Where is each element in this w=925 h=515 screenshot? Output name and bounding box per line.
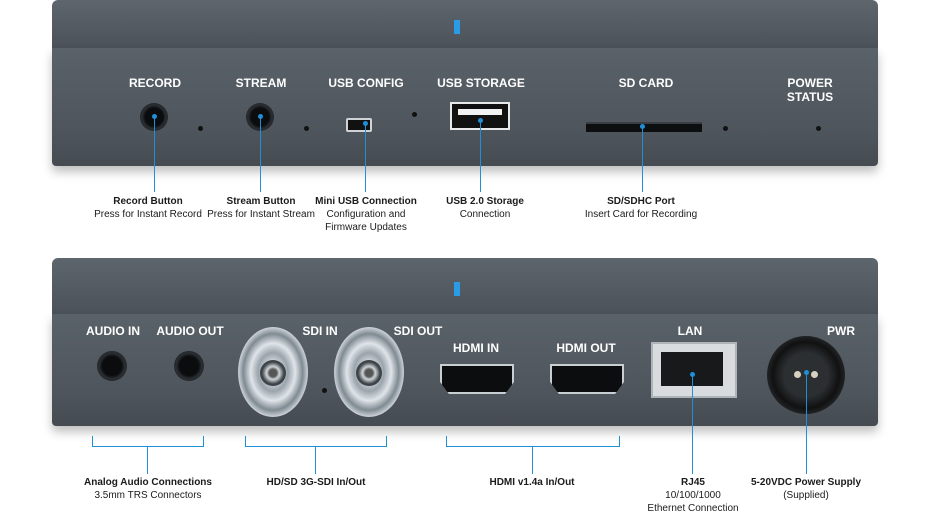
power-status-line2: STATUS: [786, 90, 834, 104]
usb-storage-callout-dot: [478, 118, 483, 123]
sd-caption-title: SD/SDHC Port: [607, 196, 675, 207]
record-label: RECORD: [128, 76, 182, 90]
sdi-caption-title: HD/SD 3G-SDI In/Out: [266, 477, 366, 488]
logo-mark: [454, 20, 460, 34]
hdmi-caption-title: HDMI v1.4a In/Out: [489, 477, 575, 488]
audio-bracket: [92, 436, 204, 447]
power-pin-left: [794, 371, 801, 378]
audio-caption-title: Analog Audio Connections: [84, 477, 212, 488]
usb-config-led: [412, 112, 417, 117]
record-callout-line: [154, 117, 155, 192]
usb-storage-label: USB STORAGE: [437, 76, 525, 90]
sd-callout-line: [642, 127, 643, 192]
sdi-callout-line: [315, 446, 316, 474]
record-callout-dot: [152, 114, 157, 119]
stream-caption-sub: Press for Instant Stream: [207, 209, 315, 220]
lan-callout-dot: [690, 372, 695, 377]
usb-config-caption-title: Mini USB Connection: [315, 196, 417, 207]
sd-callout-dot: [640, 124, 645, 129]
audio-in-jack[interactable]: [97, 351, 127, 381]
stream-caption: Stream Button Press for Instant Stream: [207, 195, 315, 221]
usb-config-caption-sub1: Configuration and: [326, 209, 406, 220]
hdmi-bracket: [446, 436, 620, 447]
hdmi-caption: HDMI v1.4a In/Out: [489, 476, 574, 489]
record-caption-title: Record Button: [113, 196, 183, 207]
lan-caption-sub1: 10/100/1000: [665, 490, 721, 501]
audio-caption: Analog Audio Connections 3.5mm TRS Conne…: [84, 476, 212, 502]
power-status-label: POWER STATUS: [787, 76, 833, 104]
record-led: [198, 126, 203, 131]
lan-label: LAN: [677, 324, 703, 338]
audio-out-label: AUDIO OUT: [156, 324, 224, 338]
usb-storage-caption: USB 2.0 Storage Connection: [446, 195, 524, 221]
audio-out-jack[interactable]: [174, 351, 204, 381]
usb-storage-callout-line: [480, 121, 481, 192]
audio-in-label: AUDIO IN: [86, 324, 140, 338]
stream-callout-line: [260, 117, 261, 192]
power-status-led: [816, 126, 821, 131]
sdi-led: [322, 388, 327, 393]
usb-config-callout-line: [365, 124, 366, 192]
usb-config-caption-sub2: Firmware Updates: [325, 222, 407, 233]
hdmi-callout-line: [532, 446, 533, 474]
usb-storage-caption-sub: Connection: [459, 209, 511, 220]
pwr-callout-line: [806, 373, 807, 474]
lan-port[interactable]: [651, 342, 737, 398]
pwr-caption-sub: (Supplied): [783, 490, 829, 501]
sdi-out-core: [356, 360, 382, 386]
usb-storage-caption-title: USB 2.0 Storage: [446, 196, 524, 207]
power-status-line1: POWER: [787, 76, 833, 90]
pwr-caption-title: 5-20VDC Power Supply: [750, 477, 862, 488]
stream-callout-dot: [258, 114, 263, 119]
hdmi-out-label: HDMI OUT: [556, 341, 616, 355]
sd-card-label: SD CARD: [618, 76, 674, 90]
stream-label: STREAM: [235, 76, 287, 90]
mini-usb-port[interactable]: [346, 118, 372, 132]
sd-led: [723, 126, 728, 131]
pwr-callout-dot: [804, 370, 809, 375]
lan-callout-line: [692, 375, 693, 474]
audio-caption-sub: 3.5mm TRS Connectors: [94, 490, 202, 501]
lan-caption-title: RJ45: [681, 477, 705, 488]
rear-device-top: [52, 258, 878, 314]
stream-caption-title: Stream Button: [226, 196, 296, 207]
lan-caption: RJ45 10/100/1000 Ethernet Connection: [647, 476, 738, 515]
sd-caption-sub: Insert Card for Recording: [584, 209, 698, 220]
record-caption: Record Button Press for Instant Record: [94, 195, 202, 221]
sdi-in-core: [260, 360, 286, 386]
sdi-bracket: [245, 436, 387, 447]
hdmi-out-port[interactable]: [550, 364, 624, 394]
audio-callout-line: [147, 446, 148, 474]
power-pin-right: [811, 371, 818, 378]
usb-config-callout-dot: [363, 121, 368, 126]
stream-led: [304, 126, 309, 131]
sd-caption: SD/SDHC Port Insert Card for Recording: [585, 195, 697, 221]
sdi-out-label: SDI OUT: [393, 324, 443, 338]
record-caption-sub: Press for Instant Record: [94, 209, 202, 220]
sdi-caption: HD/SD 3G-SDI In/Out: [267, 476, 366, 489]
rear-logo-mark: [454, 282, 460, 296]
hdmi-in-port[interactable]: [440, 364, 514, 394]
front-device-top: [52, 0, 878, 48]
usb-config-caption: Mini USB Connection Configuration and Fi…: [315, 195, 417, 234]
sdi-in-label: SDI IN: [302, 324, 338, 338]
pwr-caption: 5-20VDC Power Supply (Supplied): [751, 476, 861, 502]
usb-config-label: USB CONFIG: [328, 76, 404, 90]
hdmi-in-label: HDMI IN: [453, 341, 499, 355]
pwr-label: PWR: [827, 324, 855, 338]
